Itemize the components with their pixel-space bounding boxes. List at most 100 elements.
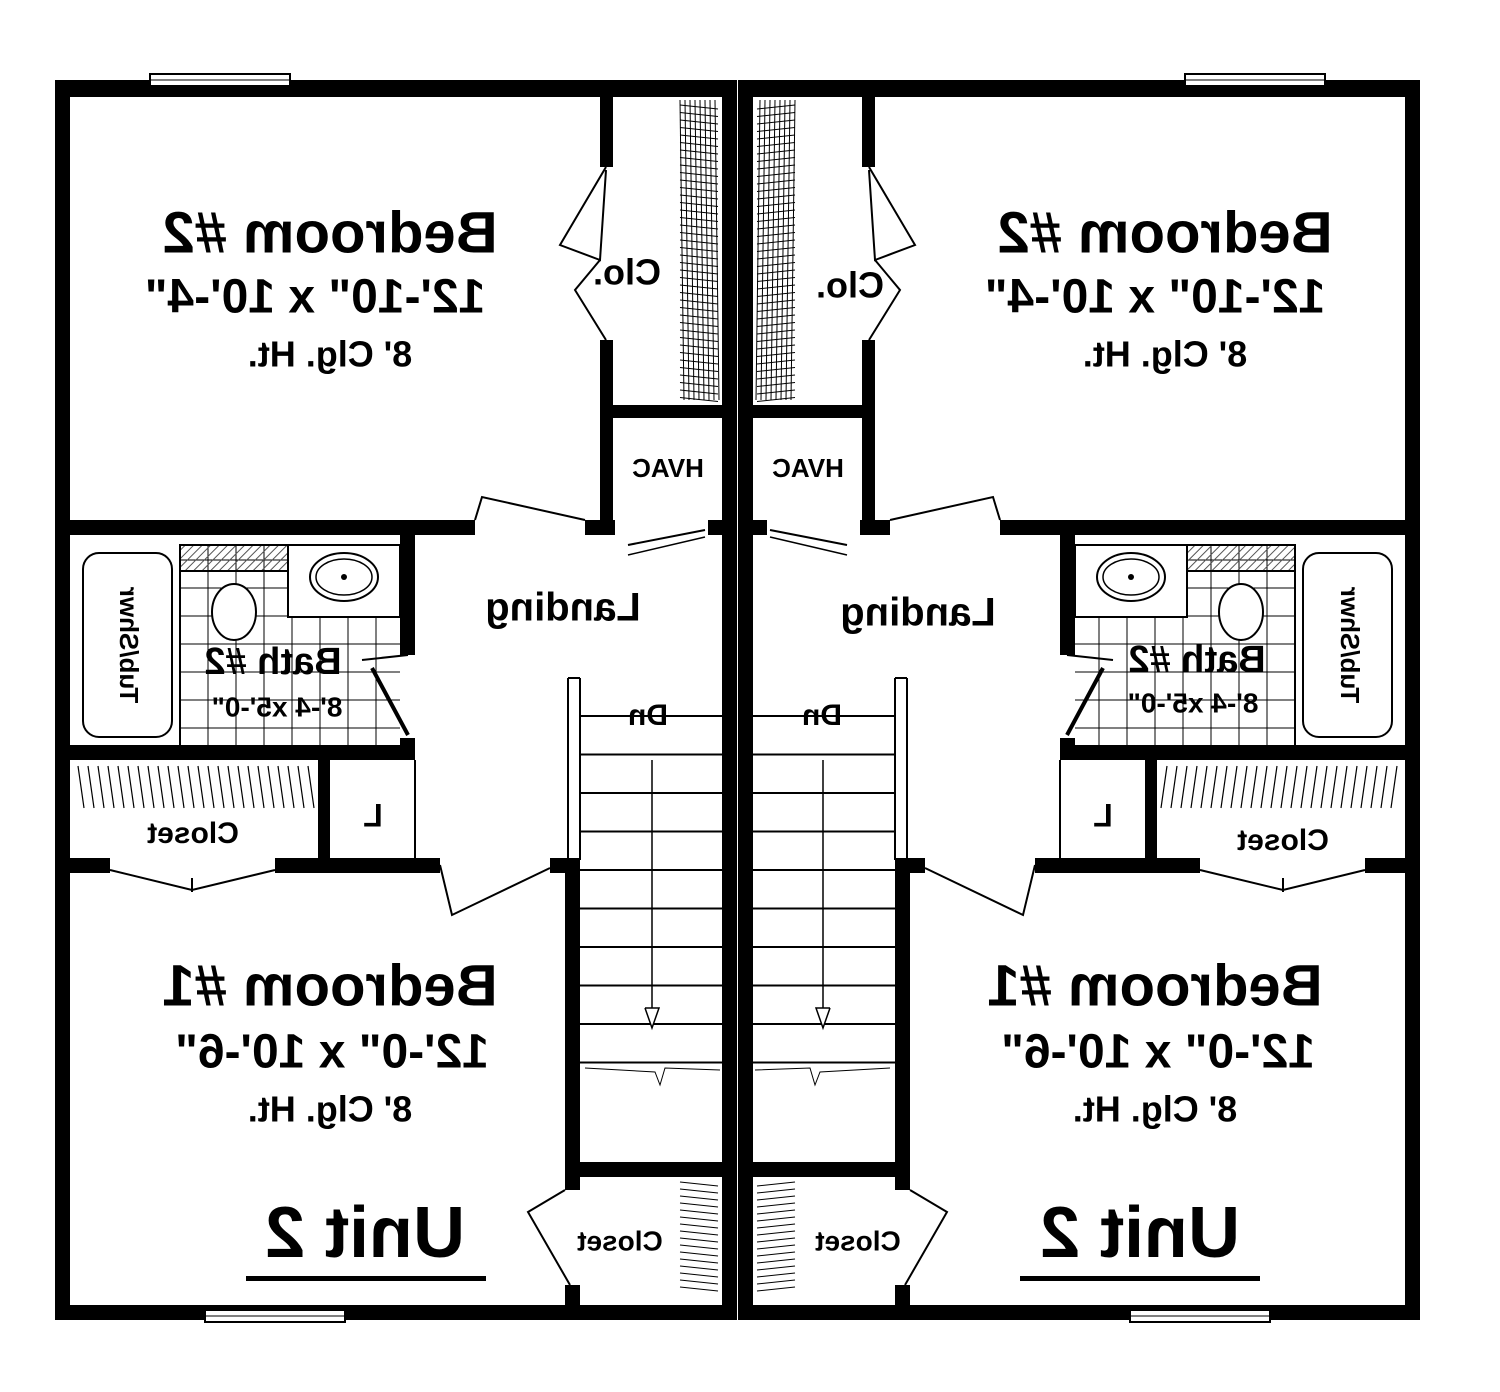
closet-hanger	[756, 157, 796, 162]
bifold-door	[573, 259, 607, 341]
bath-door	[370, 667, 410, 736]
closet-hanger	[679, 1188, 719, 1194]
closet-hanger	[756, 1230, 796, 1236]
closet-hanger	[756, 247, 796, 252]
stair-dn-label: Dn	[802, 699, 842, 732]
closet-hanger	[756, 164, 796, 170]
wall	[753, 405, 862, 418]
wall	[585, 520, 615, 535]
closet-hanger	[679, 134, 719, 140]
bedroom1-name: Bedroom #1	[987, 953, 1322, 1018]
closet-hanger	[207, 765, 215, 809]
closet-hanger	[1320, 765, 1328, 809]
bedroom1-ceiling: 8' Clg. Ht.	[248, 1089, 413, 1130]
wall	[860, 520, 890, 535]
closet-hanger	[679, 99, 685, 401]
closet-hanger	[756, 104, 796, 110]
closet-hanger	[177, 765, 185, 809]
closet-hanger	[1330, 765, 1338, 809]
bifold-door	[868, 166, 917, 262]
closet-hanger	[679, 172, 719, 177]
closet-hanger	[775, 99, 781, 401]
wall	[70, 520, 475, 535]
closet-hanger	[756, 284, 796, 290]
closet-hanger	[756, 202, 796, 207]
bedroom1-size: 12'-0" x 10'-6"	[175, 1026, 489, 1079]
bath-size: 8'-4 x5'-0"	[1128, 687, 1259, 718]
exterior-wall	[55, 1305, 722, 1320]
toilet-tank	[1186, 544, 1296, 572]
closet-hanger	[760, 99, 766, 401]
bedroom1-size: 12'-0" x 10'-6"	[1001, 1026, 1315, 1079]
closet-hanger	[257, 765, 265, 809]
closet-hanger	[679, 202, 719, 207]
closet-label: Closet	[1237, 824, 1329, 857]
closet-hanger	[679, 142, 719, 147]
closet-hanger	[1240, 765, 1248, 809]
closet-hanger	[237, 765, 245, 809]
closet-hanger	[756, 1202, 796, 1208]
closet-hanger	[756, 187, 796, 192]
closet-hanger	[790, 99, 796, 401]
hvac-label: HVAC	[772, 453, 844, 483]
closet-hanger	[1360, 765, 1368, 809]
closet-hanger	[684, 99, 690, 401]
door-swing	[474, 495, 586, 521]
closet-hanger	[107, 765, 115, 809]
stair-arrow-head	[814, 1007, 831, 1031]
landing-label: Landing	[485, 586, 641, 630]
closet-hanger	[147, 765, 155, 809]
closet-hanger	[756, 232, 796, 237]
bedroom1-name: Bedroom #1	[162, 953, 497, 1018]
closet-hanger	[1280, 765, 1288, 809]
closet-hanger	[127, 765, 135, 809]
bifold-door	[868, 259, 902, 341]
closet-hanger	[679, 337, 719, 342]
closet-hanger	[756, 314, 796, 320]
wall	[565, 1285, 580, 1320]
wall	[1060, 745, 1405, 760]
closet-hanger	[1380, 765, 1388, 809]
closet-hanger	[756, 1272, 796, 1278]
bifold-door	[558, 166, 607, 262]
wall	[1365, 858, 1405, 873]
wall	[565, 860, 580, 1190]
walls-and-fixtures	[55, 73, 1420, 1323]
unit-label-underline	[246, 1276, 486, 1281]
closet-hanger	[756, 134, 796, 140]
closet-hanger	[756, 179, 796, 185]
closet-hanger	[679, 127, 719, 132]
exterior-wall	[753, 1305, 1420, 1320]
linen-label: L	[1093, 797, 1113, 833]
closet-hanger	[679, 322, 719, 327]
closet-hanger	[247, 765, 255, 809]
closet-hanger	[1160, 765, 1168, 809]
closet-hanger	[679, 329, 719, 335]
door-swing	[769, 529, 848, 546]
wall	[600, 340, 613, 532]
closet-hanger	[679, 1272, 719, 1278]
closet-hanger	[1390, 765, 1398, 809]
bedroom2-ceiling: 8' Clg. Ht.	[248, 334, 413, 375]
wall	[1000, 520, 1405, 535]
wall	[753, 520, 767, 535]
closet-hanger	[307, 765, 315, 809]
closet-hanger	[1290, 765, 1298, 809]
closet-hanger	[1310, 765, 1318, 809]
wall	[895, 860, 910, 1190]
closet-hanger	[679, 262, 719, 267]
tub-shower-label: Tub/Shwr	[1335, 587, 1365, 704]
toilet-icon	[1218, 583, 1264, 641]
closet-hanger	[1370, 765, 1378, 809]
bifold-door	[904, 1189, 949, 1286]
closet-hanger	[1230, 765, 1238, 809]
closet-hanger	[756, 299, 796, 305]
closet-hanger	[679, 344, 719, 350]
stair-closet-label: Closet	[577, 1225, 663, 1256]
unit-right: Bedroom #2 12'-10" x 10'-4" 8' Clg. Ht. …	[772, 200, 1365, 1281]
closet-hanger	[756, 269, 796, 275]
closet-hanger	[756, 254, 796, 260]
closet-hanger	[679, 1286, 719, 1292]
door-swing	[627, 536, 706, 556]
closet-hanger	[679, 104, 719, 110]
